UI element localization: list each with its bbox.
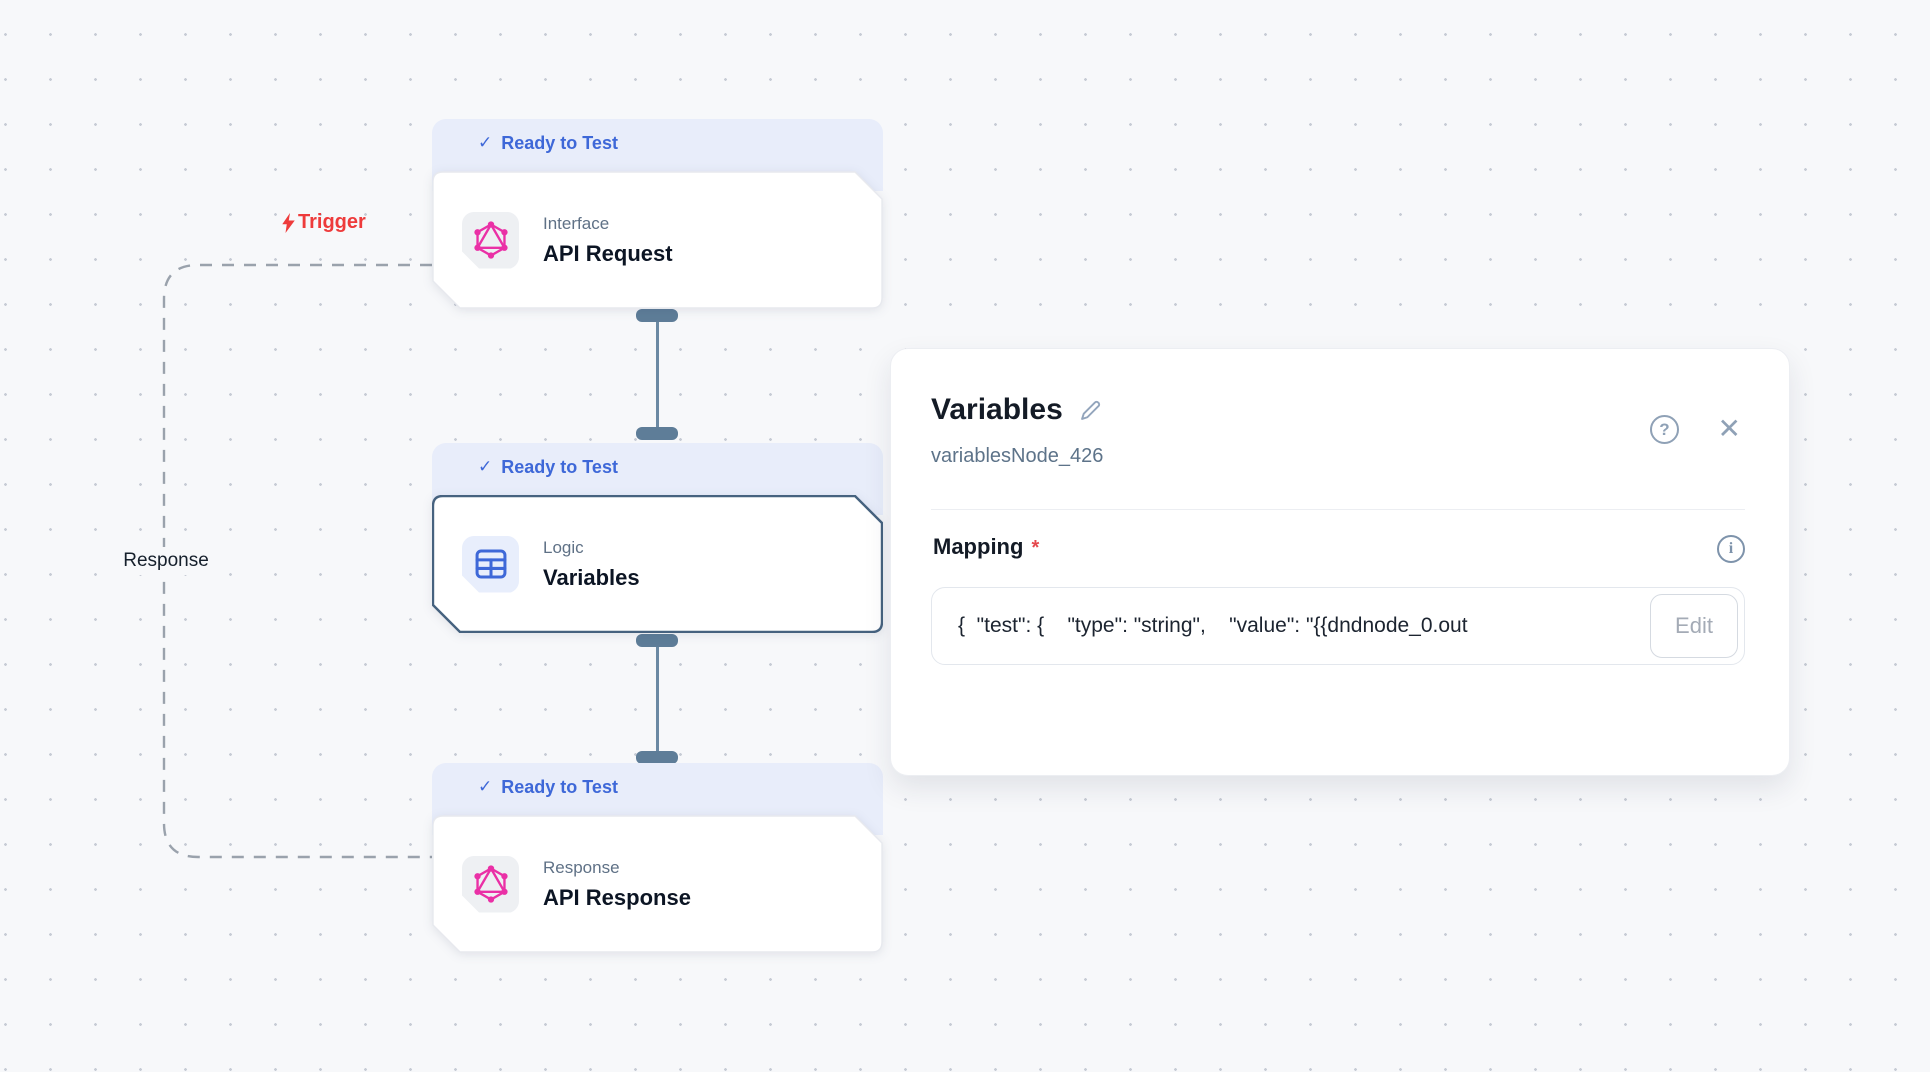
info-icon: i <box>1717 535 1745 563</box>
table-icon <box>462 536 519 593</box>
check-icon: ✓ <box>478 133 493 152</box>
mapping-value-text: { "test": { "type": "string", "value": "… <box>958 614 1468 637</box>
source-handle[interactable] <box>636 634 678 647</box>
badge-label: Ready to Test <box>501 457 618 477</box>
check-icon: ✓ <box>478 457 493 476</box>
edit-pencil-icon[interactable] <box>1077 397 1104 424</box>
badge-label: Ready to Test <box>501 133 618 153</box>
target-handle[interactable] <box>636 427 678 440</box>
node-api-response[interactable]: ✓ Ready to Test <box>432 763 883 953</box>
mapping-info-button[interactable]: i <box>1717 535 1745 563</box>
help-button[interactable]: ? <box>1650 415 1679 444</box>
mapping-field-label: Mapping <box>933 534 1024 559</box>
edge-line <box>656 640 659 754</box>
node-api-request[interactable]: ✓ Ready to Test <box>432 119 883 309</box>
close-panel-button[interactable]: ✕ <box>1718 415 1741 443</box>
node-category: Interface <box>543 213 610 233</box>
target-handle[interactable] <box>636 751 678 764</box>
node-title: Variables <box>543 564 640 590</box>
lightning-bolt-icon <box>282 212 295 233</box>
node-category: Response <box>543 857 620 877</box>
check-icon: ✓ <box>478 777 493 796</box>
source-handle[interactable] <box>636 309 678 322</box>
trigger-edge-label: Trigger <box>281 211 366 234</box>
node-category: Logic <box>543 537 584 557</box>
panel-divider <box>931 509 1745 510</box>
question-mark-icon: ? <box>1650 415 1679 444</box>
mapping-value-field[interactable]: { "test": { "type": "string", "value": "… <box>931 587 1745 665</box>
node-title: API Response <box>543 884 691 910</box>
node-id-label: variablesNode_426 <box>931 445 1104 467</box>
panel-title: Variables <box>931 393 1063 426</box>
badge-label: Ready to Test <box>501 777 618 797</box>
node-title: API Request <box>543 240 673 266</box>
graphql-icon <box>462 856 519 913</box>
node-variables[interactable]: ✓ Ready to Test Logic Variables <box>432 443 883 633</box>
mapping-edit-button[interactable]: Edit <box>1650 594 1738 658</box>
required-asterisk: * <box>1031 537 1040 559</box>
graphql-icon <box>462 212 519 269</box>
node-properties-panel: Variables variablesNode_426 ? ✕ Mapping … <box>890 348 1790 776</box>
node-card-shape <box>432 171 883 309</box>
response-edge-label: Response <box>106 547 226 575</box>
node-card-shape <box>432 815 883 953</box>
node-card-shape-selected <box>432 495 883 633</box>
edge-line <box>656 316 659 432</box>
close-icon: ✕ <box>1717 413 1741 444</box>
